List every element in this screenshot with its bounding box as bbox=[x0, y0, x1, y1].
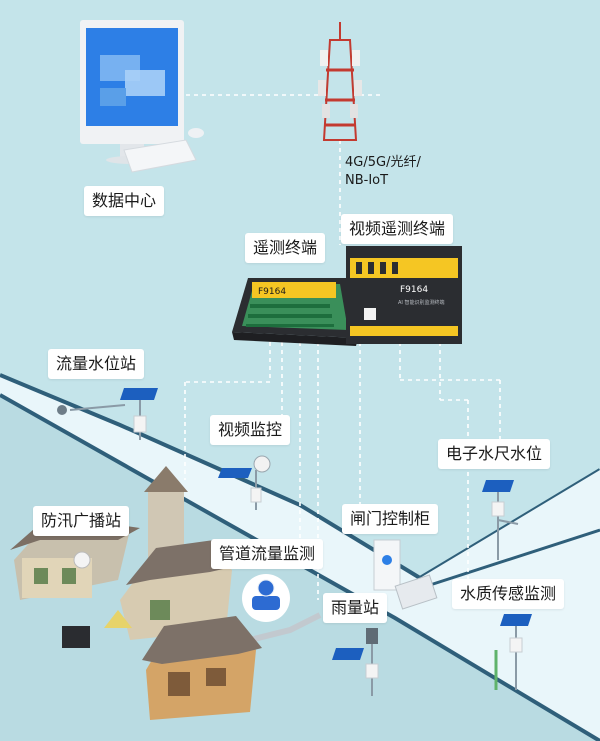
label-gate-cabinet: 闸门控制柜 bbox=[342, 504, 439, 534]
label-video-rtu: 视频遥测终端 bbox=[341, 214, 454, 244]
electronic-gauge-icon bbox=[482, 480, 519, 560]
water-quality-icon bbox=[494, 614, 532, 690]
river-branch bbox=[420, 470, 600, 585]
label-flood-broadcast: 防汛广播站 bbox=[33, 506, 130, 536]
label-rain-station: 雨量站 bbox=[323, 593, 388, 623]
signal-tower-icon bbox=[318, 22, 362, 141]
video-rtu-device: F9164 AI 智能识别监测终端 bbox=[346, 246, 462, 344]
keyboard-icon bbox=[123, 128, 204, 173]
label-pipe-flow: 管道流量监测 bbox=[211, 539, 324, 569]
pipe-flowmeter-icon bbox=[242, 574, 322, 643]
monitor-icon bbox=[80, 20, 184, 164]
label-data-center: 数据中心 bbox=[84, 186, 165, 216]
houses-illustration bbox=[10, 466, 262, 720]
video-rtu-subtitle-text: AI 智能识别监测终端 bbox=[398, 299, 445, 306]
gate-cabinet-icon bbox=[373, 539, 438, 610]
rtu-model-text: F9164 bbox=[258, 287, 286, 297]
broadcast-box-icon bbox=[62, 626, 90, 648]
label-network-line2: NB-IoT bbox=[345, 173, 389, 188]
video-rtu-model-text: F9164 bbox=[400, 285, 428, 295]
label-video-monitor: 视频监控 bbox=[210, 415, 291, 445]
river-branch-bank bbox=[429, 528, 600, 587]
video-camera-icon bbox=[218, 455, 271, 510]
label-water-quality: 水质传感监测 bbox=[452, 579, 565, 609]
label-electronic-gauge: 电子水尺水位 bbox=[438, 439, 551, 469]
qr-code-icon bbox=[364, 308, 376, 320]
label-rtu: 遥测终端 bbox=[245, 233, 326, 263]
dashed-links bbox=[178, 94, 501, 600]
flow-station-icon bbox=[57, 388, 158, 440]
label-network: 4G/5G/光纤/ NB-IoT bbox=[345, 154, 421, 190]
broadcast-speaker-icon bbox=[73, 551, 91, 569]
label-flow-station: 流量水位站 bbox=[48, 349, 145, 379]
rtu-device: F9164 bbox=[232, 278, 358, 346]
rain-gauge-icon bbox=[332, 628, 379, 696]
label-network-line1: 4G/5G/光纤/ bbox=[345, 155, 421, 170]
